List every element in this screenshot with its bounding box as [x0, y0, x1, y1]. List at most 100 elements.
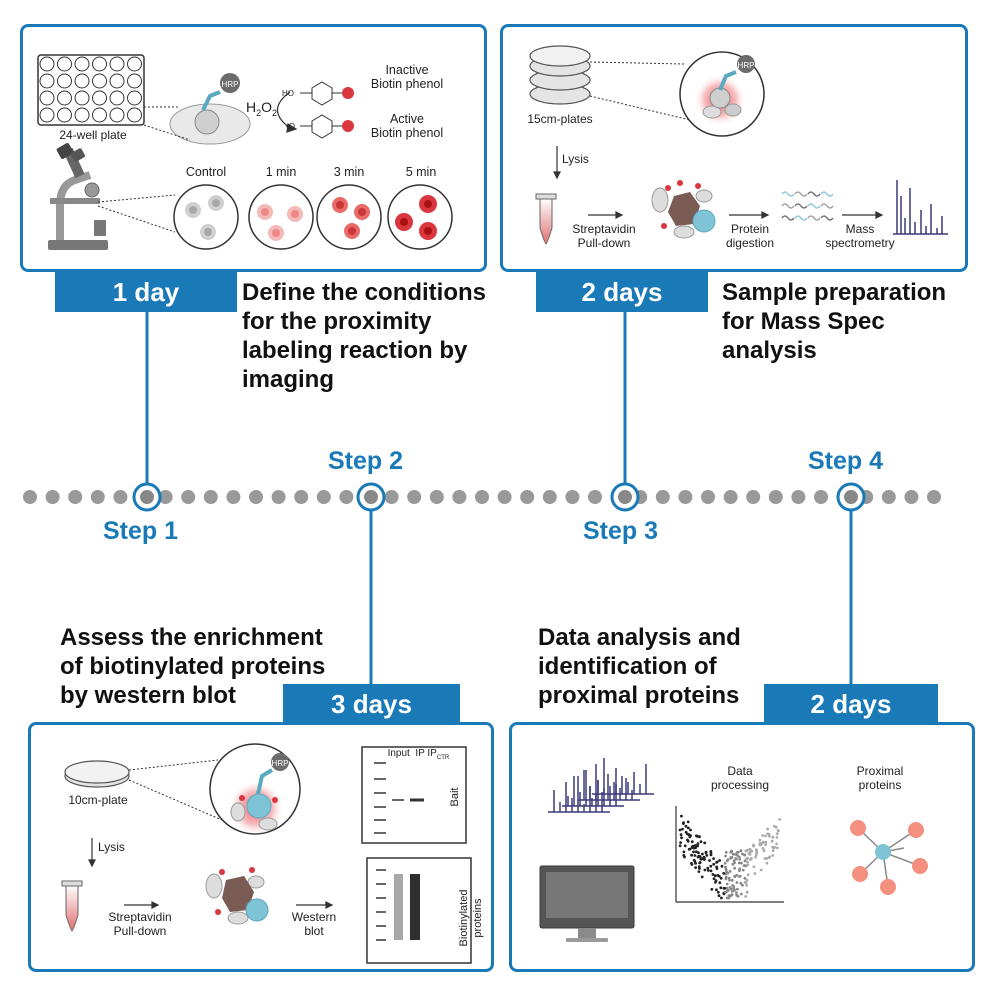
bait-label: Bait: [449, 787, 461, 807]
active-label: Active Biotin phenol: [364, 112, 450, 140]
step-label-2: Step 2: [328, 447, 404, 475]
timeline-dot: [113, 490, 128, 504]
time-label-3min: 3 min: [333, 165, 365, 179]
ms-label-2: spectrometry: [825, 236, 895, 250]
timeline-dot: [588, 490, 602, 504]
inactive-label-2: Biotin phenol: [370, 77, 444, 91]
digest-label-2: digestion: [725, 236, 775, 250]
timeline-dot: [542, 490, 557, 504]
blot-header: Input IP IPCTR: [382, 733, 450, 765]
plate-label-10cm: 10cm-plate: [68, 793, 128, 807]
bead-complex-step2: [205, 867, 269, 925]
arrows-step2: [124, 901, 334, 909]
inactive-label-1: Inactive: [385, 63, 429, 77]
western-label-1: Western: [291, 910, 337, 924]
description-step4: Data analysis and identification of prox…: [538, 624, 741, 709]
ho-label: HO: [282, 89, 294, 98]
plate-label-15cm: 15cm-plates: [527, 112, 593, 126]
time-label-1min: 1 min: [265, 165, 297, 179]
step-label-1: Step 1: [103, 517, 179, 545]
timeline-dot: [881, 490, 896, 504]
lysis-label-step3: Lysis: [562, 152, 589, 166]
step-markers[interactable]: [132, 482, 866, 512]
timeline-dot: [45, 490, 60, 504]
timeline-dot: [497, 490, 512, 504]
timeline-dot: [678, 490, 693, 504]
cell-image-5min: [387, 184, 453, 250]
plates-15cm-stack: [529, 45, 591, 105]
digest-label-1: Protein: [730, 222, 770, 236]
timeline-dot: [271, 490, 286, 504]
mass-spectrum-icon: [893, 180, 948, 235]
blot-bait: [361, 746, 467, 844]
time-label-control: Control: [185, 165, 227, 179]
peptides-icon: [781, 191, 834, 221]
timeline-dot: [814, 490, 828, 504]
proximal-proteins-label-2: proteins: [858, 778, 902, 792]
pulldown-label-step2: Streptavidin Pull-down: [98, 910, 182, 938]
timeline-dot: [68, 490, 83, 504]
timeline-dot: [701, 490, 715, 504]
plate-10cm: [64, 760, 130, 788]
h2o2-h: H: [246, 99, 257, 115]
plate-label-24well: 24-well plate: [59, 128, 127, 142]
timeline-dot: [452, 490, 467, 504]
tube-icon-step2: [61, 880, 83, 932]
timeline-dot: [927, 490, 941, 504]
blot-header-sub: CTR: [436, 755, 450, 761]
cell-image-control: [173, 184, 239, 250]
biotinylated-label-1: Biotinylated: [458, 889, 470, 947]
ms-label-1: Mass: [845, 222, 875, 236]
spectra-stack: [548, 758, 654, 813]
connectors: [145, 310, 853, 686]
active-label-1: Active: [389, 112, 425, 126]
timeline: [23, 490, 941, 504]
step-label-3: Step 3: [583, 517, 659, 545]
inactive-label: Inactive Biotin phenol: [364, 63, 450, 91]
timeline-dot: [316, 490, 331, 504]
reaction-arrow: [276, 91, 298, 133]
timeline-dot: [90, 490, 105, 504]
pulldown-label-step3: Streptavidin Pull-down: [562, 222, 646, 250]
hrp-label-step3: HRP: [737, 61, 755, 70]
biotinylated-label-2: proteins: [472, 898, 484, 938]
bead-complex-step3: [651, 180, 716, 239]
data-processing-label-2: processing: [710, 778, 770, 792]
timeline-dot: [158, 490, 173, 504]
hrp-label-step2: HRP: [271, 759, 289, 768]
duration-tag-step3: 2 days: [536, 272, 708, 312]
data-processing-label: Data processing: [690, 764, 790, 792]
o-radical-label: •O: [286, 122, 296, 131]
timeline-dot: [655, 490, 670, 504]
cell-image-3min: [316, 184, 382, 250]
dish-cell-hrp: [169, 73, 251, 145]
digest-label: Protein digestion: [720, 222, 780, 250]
microscope-icon: [48, 143, 108, 250]
pulldown-label-step2-1: Streptavidin: [108, 910, 172, 924]
h2o2-sub2: 2: [272, 107, 278, 118]
duration-tag-step1: 1 day: [55, 272, 237, 312]
timeline-dot: [768, 490, 783, 504]
h2o2-sub1: 2: [256, 107, 262, 118]
duration-tag-step4: 2 days: [764, 684, 938, 724]
timeline-dot: [23, 490, 37, 504]
protein-network: [850, 820, 928, 895]
well-plate-24: [37, 54, 145, 126]
pulldown-label-step2-2: Pull-down: [113, 924, 167, 938]
timeline-dot: [339, 490, 354, 504]
time-label-5min: 5 min: [405, 165, 437, 179]
timeline-dot: [429, 490, 444, 504]
description-step2: Assess the enrichment of biotinylated pr…: [60, 624, 326, 709]
volcano-plot: [675, 806, 784, 903]
duration-tag-step2: 3 days: [283, 684, 460, 724]
pulldown-label-step3-1: Streptavidin: [572, 222, 636, 236]
timeline-dot: [746, 490, 761, 504]
tube-icon: [535, 193, 557, 245]
pulldown-label-step3-2: Pull-down: [577, 236, 631, 250]
active-label-2: Biotin phenol: [370, 126, 444, 140]
western-label: Western blot: [284, 910, 344, 938]
proximal-proteins-label: Proximal proteins: [832, 764, 928, 792]
monitor-icon: [539, 865, 635, 942]
hrp-label-step1: HRP: [221, 80, 239, 89]
description-step1: Define the conditions for the proximity …: [242, 279, 487, 393]
